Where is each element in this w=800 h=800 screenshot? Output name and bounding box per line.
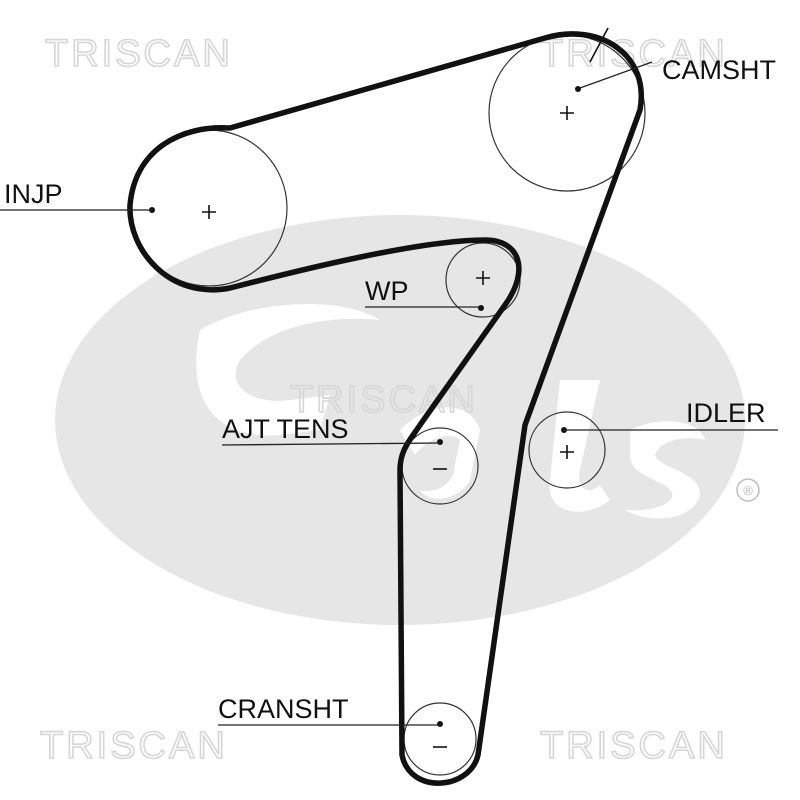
timing-belt [127,31,644,786]
camshaft-leader [579,61,653,89]
triscan-watermark-bottom-right: TRISCAN [540,725,728,767]
water-pump-label: WP [365,276,409,306]
triscan-watermark-center: TRISCAN [290,379,478,421]
triscan-watermark-bottom-left: TRISCAN [40,725,228,767]
crankshaft-label: CRANSHT [218,694,349,724]
gates-logo-watermark: ® [55,215,760,625]
camshaft-label: CAMSHT [662,55,776,85]
registered-mark: ® [743,483,753,498]
triscan-watermark-top-left: TRISCAN [45,33,233,75]
adjustable-tensioner-leader [221,442,441,446]
crankshaft-pulley [403,702,477,776]
injection-pump-label: INJP [4,179,63,209]
adjustable-tensioner-label: AJT TENS [222,414,349,444]
idler-label: IDLER [686,398,766,428]
